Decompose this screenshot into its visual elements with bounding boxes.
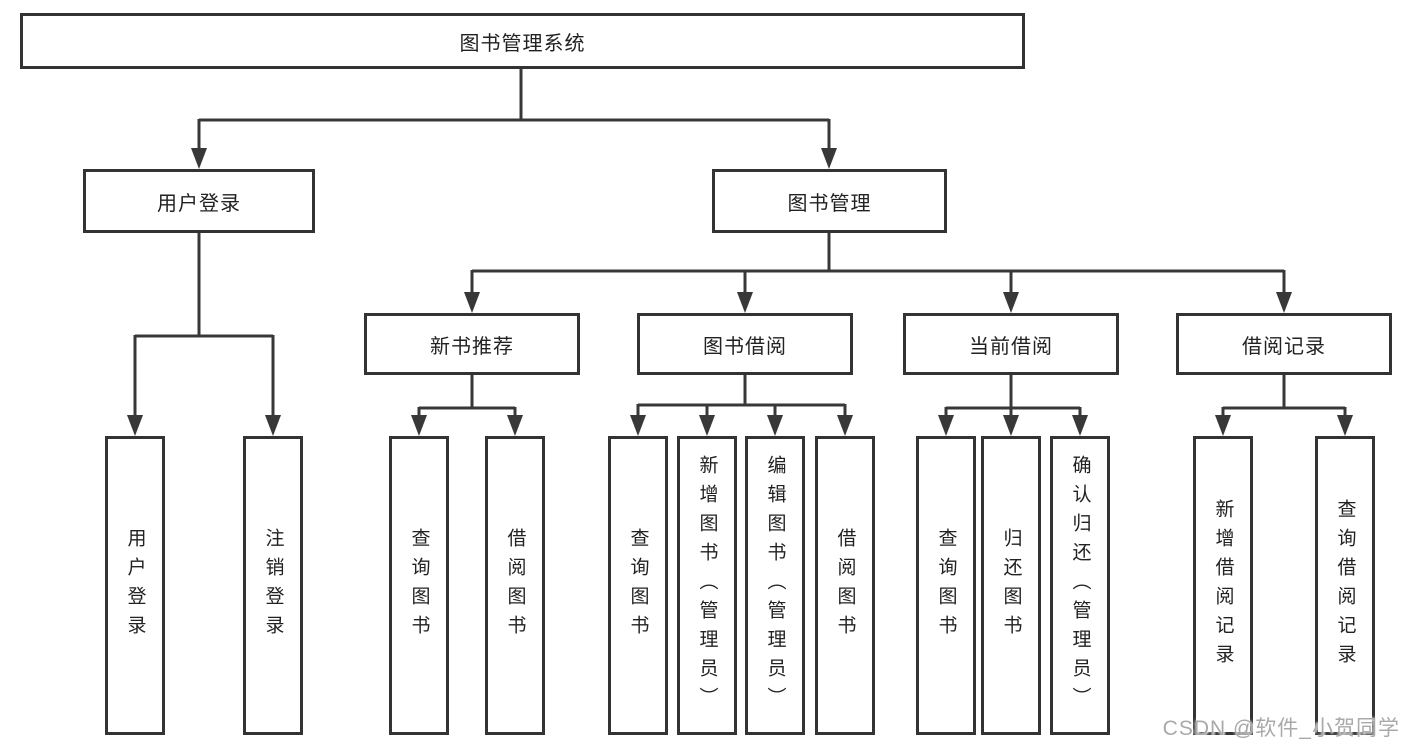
connector-book-borrow-split [636,375,847,420]
arrow-down-icon [411,415,427,436]
leaf-edit-book-admin: 编辑图书（管理员） [745,436,805,735]
leaf-return-book: 归还图书 [981,436,1041,735]
arrow-down-icon [837,415,853,436]
arrow-down-icon [1276,292,1292,313]
arrow-down-icon [767,415,783,436]
connector-paths [133,69,1347,422]
node-user-login: 用户登录 [83,169,315,233]
node-book-management: 图书管理 [712,169,947,233]
leaf-query-books-recommend: 查询图书 [389,436,449,735]
arrow-down-icon [265,415,281,436]
arrow-down-icon [1215,415,1231,436]
arrow-down-icon [464,292,480,313]
node-current-borrowing: 当前借阅 [903,313,1119,375]
connector-book-mgmt-split [470,233,1286,300]
leaf-borrow-books-borrowing: 借阅图书 [815,436,875,735]
leaf-add-borrow-record: 新增借阅记录 [1193,436,1253,735]
connector-user-login-split [133,233,275,422]
arrow-down-icon [938,415,954,436]
connector-records-split [1221,375,1347,420]
arrow-down-icon [127,415,143,436]
arrow-down-icon [507,415,523,436]
leaf-user-login: 用户登录 [105,436,165,735]
arrow-down-icon [1003,292,1019,313]
connector-current-borrow-split [944,375,1082,420]
arrow-down-icon [191,148,207,169]
arrow-down-icon [699,415,715,436]
arrow-down-icon [630,415,646,436]
arrowheads [127,148,1353,436]
watermark: CSDN @软件_小贺同学 [1162,717,1400,740]
leaf-confirm-return-admin: 确认归还（管理员） [1050,436,1110,735]
arrow-down-icon [821,148,837,169]
arrow-down-icon [1003,415,1019,436]
node-new-book-recommend: 新书推荐 [364,313,580,375]
arrow-down-icon [1072,415,1088,436]
node-borrowing-records: 借阅记录 [1176,313,1392,375]
leaf-query-borrow-record: 查询借阅记录 [1315,436,1375,735]
leaf-add-book-admin: 新增图书（管理员） [677,436,737,735]
leaf-query-books-current: 查询图书 [916,436,976,735]
connector-new-book-split [417,375,517,420]
leaf-borrow-books-recommend: 借阅图书 [485,436,545,735]
leaf-logout: 注销登录 [243,436,303,735]
arrow-down-icon [737,292,753,313]
node-book-borrowing: 图书借阅 [637,313,853,375]
arrow-down-icon [1337,415,1353,436]
leaf-query-books-borrowing: 查询图书 [608,436,668,735]
node-library-system: 图书管理系统 [20,13,1025,69]
connector-root-split [197,69,831,152]
